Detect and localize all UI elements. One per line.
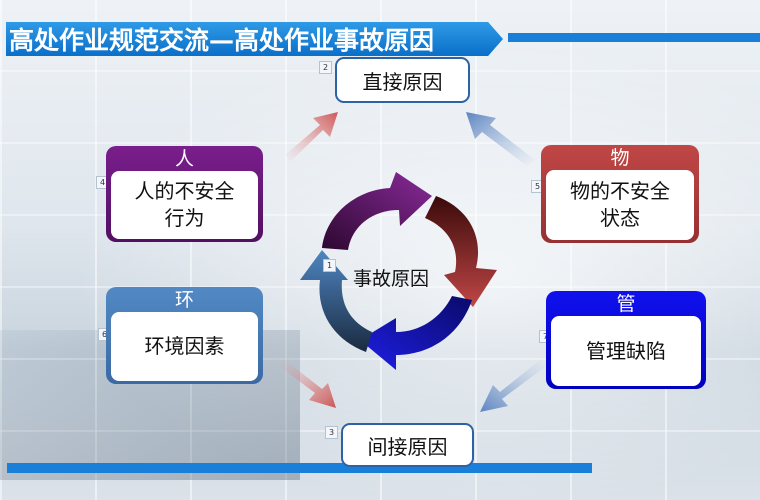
card-guan-body: 管理缺陷 [551, 316, 701, 386]
card-guan: 管 管理缺陷 [546, 291, 706, 389]
indirect-cause-label: 间接原因 [367, 434, 448, 459]
card-ren-line2: 行为 [164, 206, 205, 230]
card-ren-line1: 人的不安全 [134, 179, 235, 203]
card-ren-body: 人的不安全 行为 [111, 171, 258, 239]
bottom-rule [7, 463, 592, 473]
card-huan-line1: 环境因素 [144, 334, 225, 358]
arrow-wu-to-direct [466, 112, 535, 166]
shape-number: 2 [319, 61, 332, 74]
arrow-ren-to-direct [285, 112, 338, 162]
arrow-huan-to-indirect [278, 360, 336, 408]
shape-number: 1 [323, 259, 336, 272]
card-guan-header: 管 [616, 293, 636, 315]
card-huan-header: 环 [174, 289, 194, 311]
direct-cause-label: 直接原因 [362, 69, 443, 94]
card-wu-line1: 物的不安全 [570, 179, 670, 203]
shape-number: 3 [325, 426, 338, 439]
card-wu: 物 物的不安全 状态 [541, 145, 699, 243]
cycle-arrow-blue [360, 296, 472, 370]
card-huan-body: 环境因素 [111, 312, 258, 381]
title-rule [508, 33, 760, 42]
card-wu-line2: 状态 [600, 206, 640, 230]
arrow-guan-to-indirect [480, 360, 545, 412]
card-ren-header: 人 [174, 148, 194, 170]
slide-title: 高处作业规范交流—高处作业事故原因 [9, 26, 435, 55]
card-huan: 环 环境因素 [106, 287, 263, 384]
cycle-arrow-purple [322, 172, 432, 250]
cycle-arrow-red [425, 196, 497, 307]
card-wu-header: 物 [610, 147, 630, 169]
indirect-cause-box: 间接原因 [341, 423, 474, 467]
card-guan-line1: 管理缺陷 [586, 338, 666, 363]
cycle-arrow-steel [300, 250, 372, 352]
center-label: 事故原因 [353, 268, 430, 290]
card-ren: 人 人的不安全 行为 [106, 146, 263, 242]
title-banner [6, 22, 503, 56]
card-wu-body: 物的不安全 状态 [546, 170, 694, 240]
direct-cause-box: 直接原因 [335, 57, 470, 103]
